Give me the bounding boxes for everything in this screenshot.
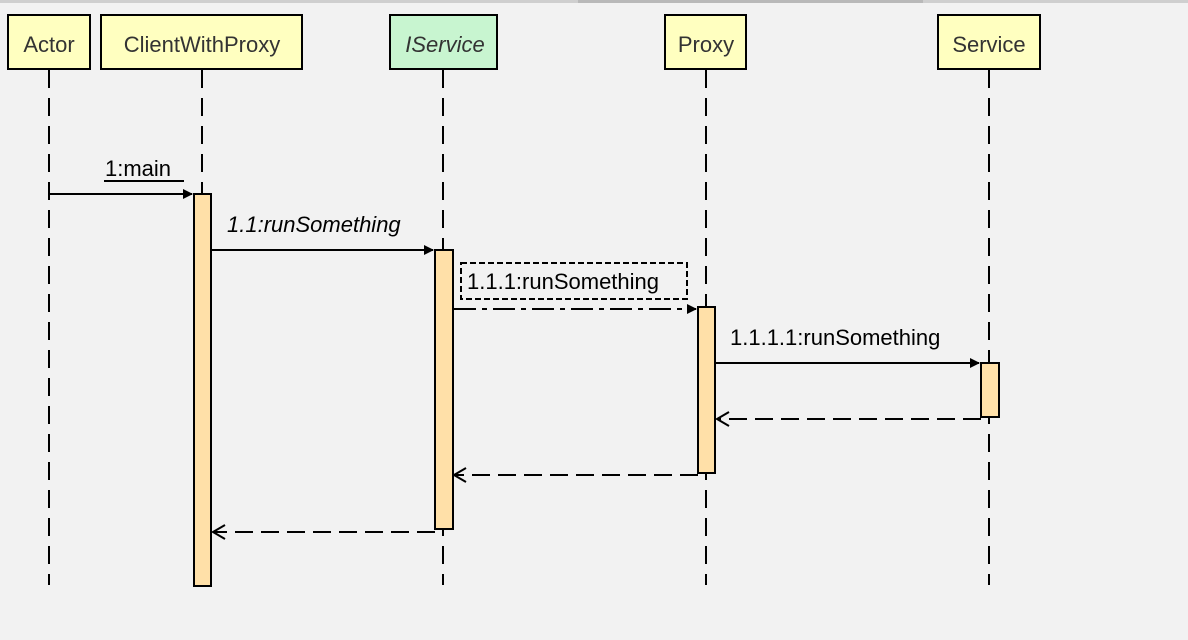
participant-actor-label: Actor — [23, 32, 74, 57]
message-1-label: 1:main — [105, 156, 171, 181]
activation-service[interactable] — [980, 362, 1000, 418]
participant-proxy-label: Proxy — [678, 32, 734, 57]
participant-iservice[interactable]: IService — [389, 14, 498, 70]
participant-actor[interactable]: Actor — [7, 14, 91, 70]
return-service-to-proxy[interactable] — [715, 411, 981, 427]
message-1-1-1-label-box — [460, 262, 688, 300]
participant-proxy[interactable]: Proxy — [664, 14, 747, 70]
return-iservice-to-client[interactable] — [211, 524, 435, 540]
participant-service-label: Service — [952, 32, 1025, 57]
top-scroll-edge — [0, 0, 1188, 3]
activation-proxy[interactable] — [697, 306, 716, 474]
participant-client-label: ClientWithProxy — [124, 32, 280, 57]
participant-iservice-label: IService — [405, 32, 484, 57]
message-1-1-label: 1.1:runSomething — [227, 212, 401, 237]
activation-client[interactable] — [193, 193, 212, 587]
message-1-1-1-1-label: 1.1.1.1:runSomething — [730, 325, 940, 350]
activation-iservice[interactable] — [434, 249, 454, 530]
return-proxy-to-iservice[interactable] — [452, 467, 698, 483]
participant-service[interactable]: Service — [937, 14, 1041, 70]
participant-client[interactable]: ClientWithProxy — [100, 14, 303, 70]
message-1-1-1-label: 1.1.1:runSomething — [467, 269, 659, 294]
